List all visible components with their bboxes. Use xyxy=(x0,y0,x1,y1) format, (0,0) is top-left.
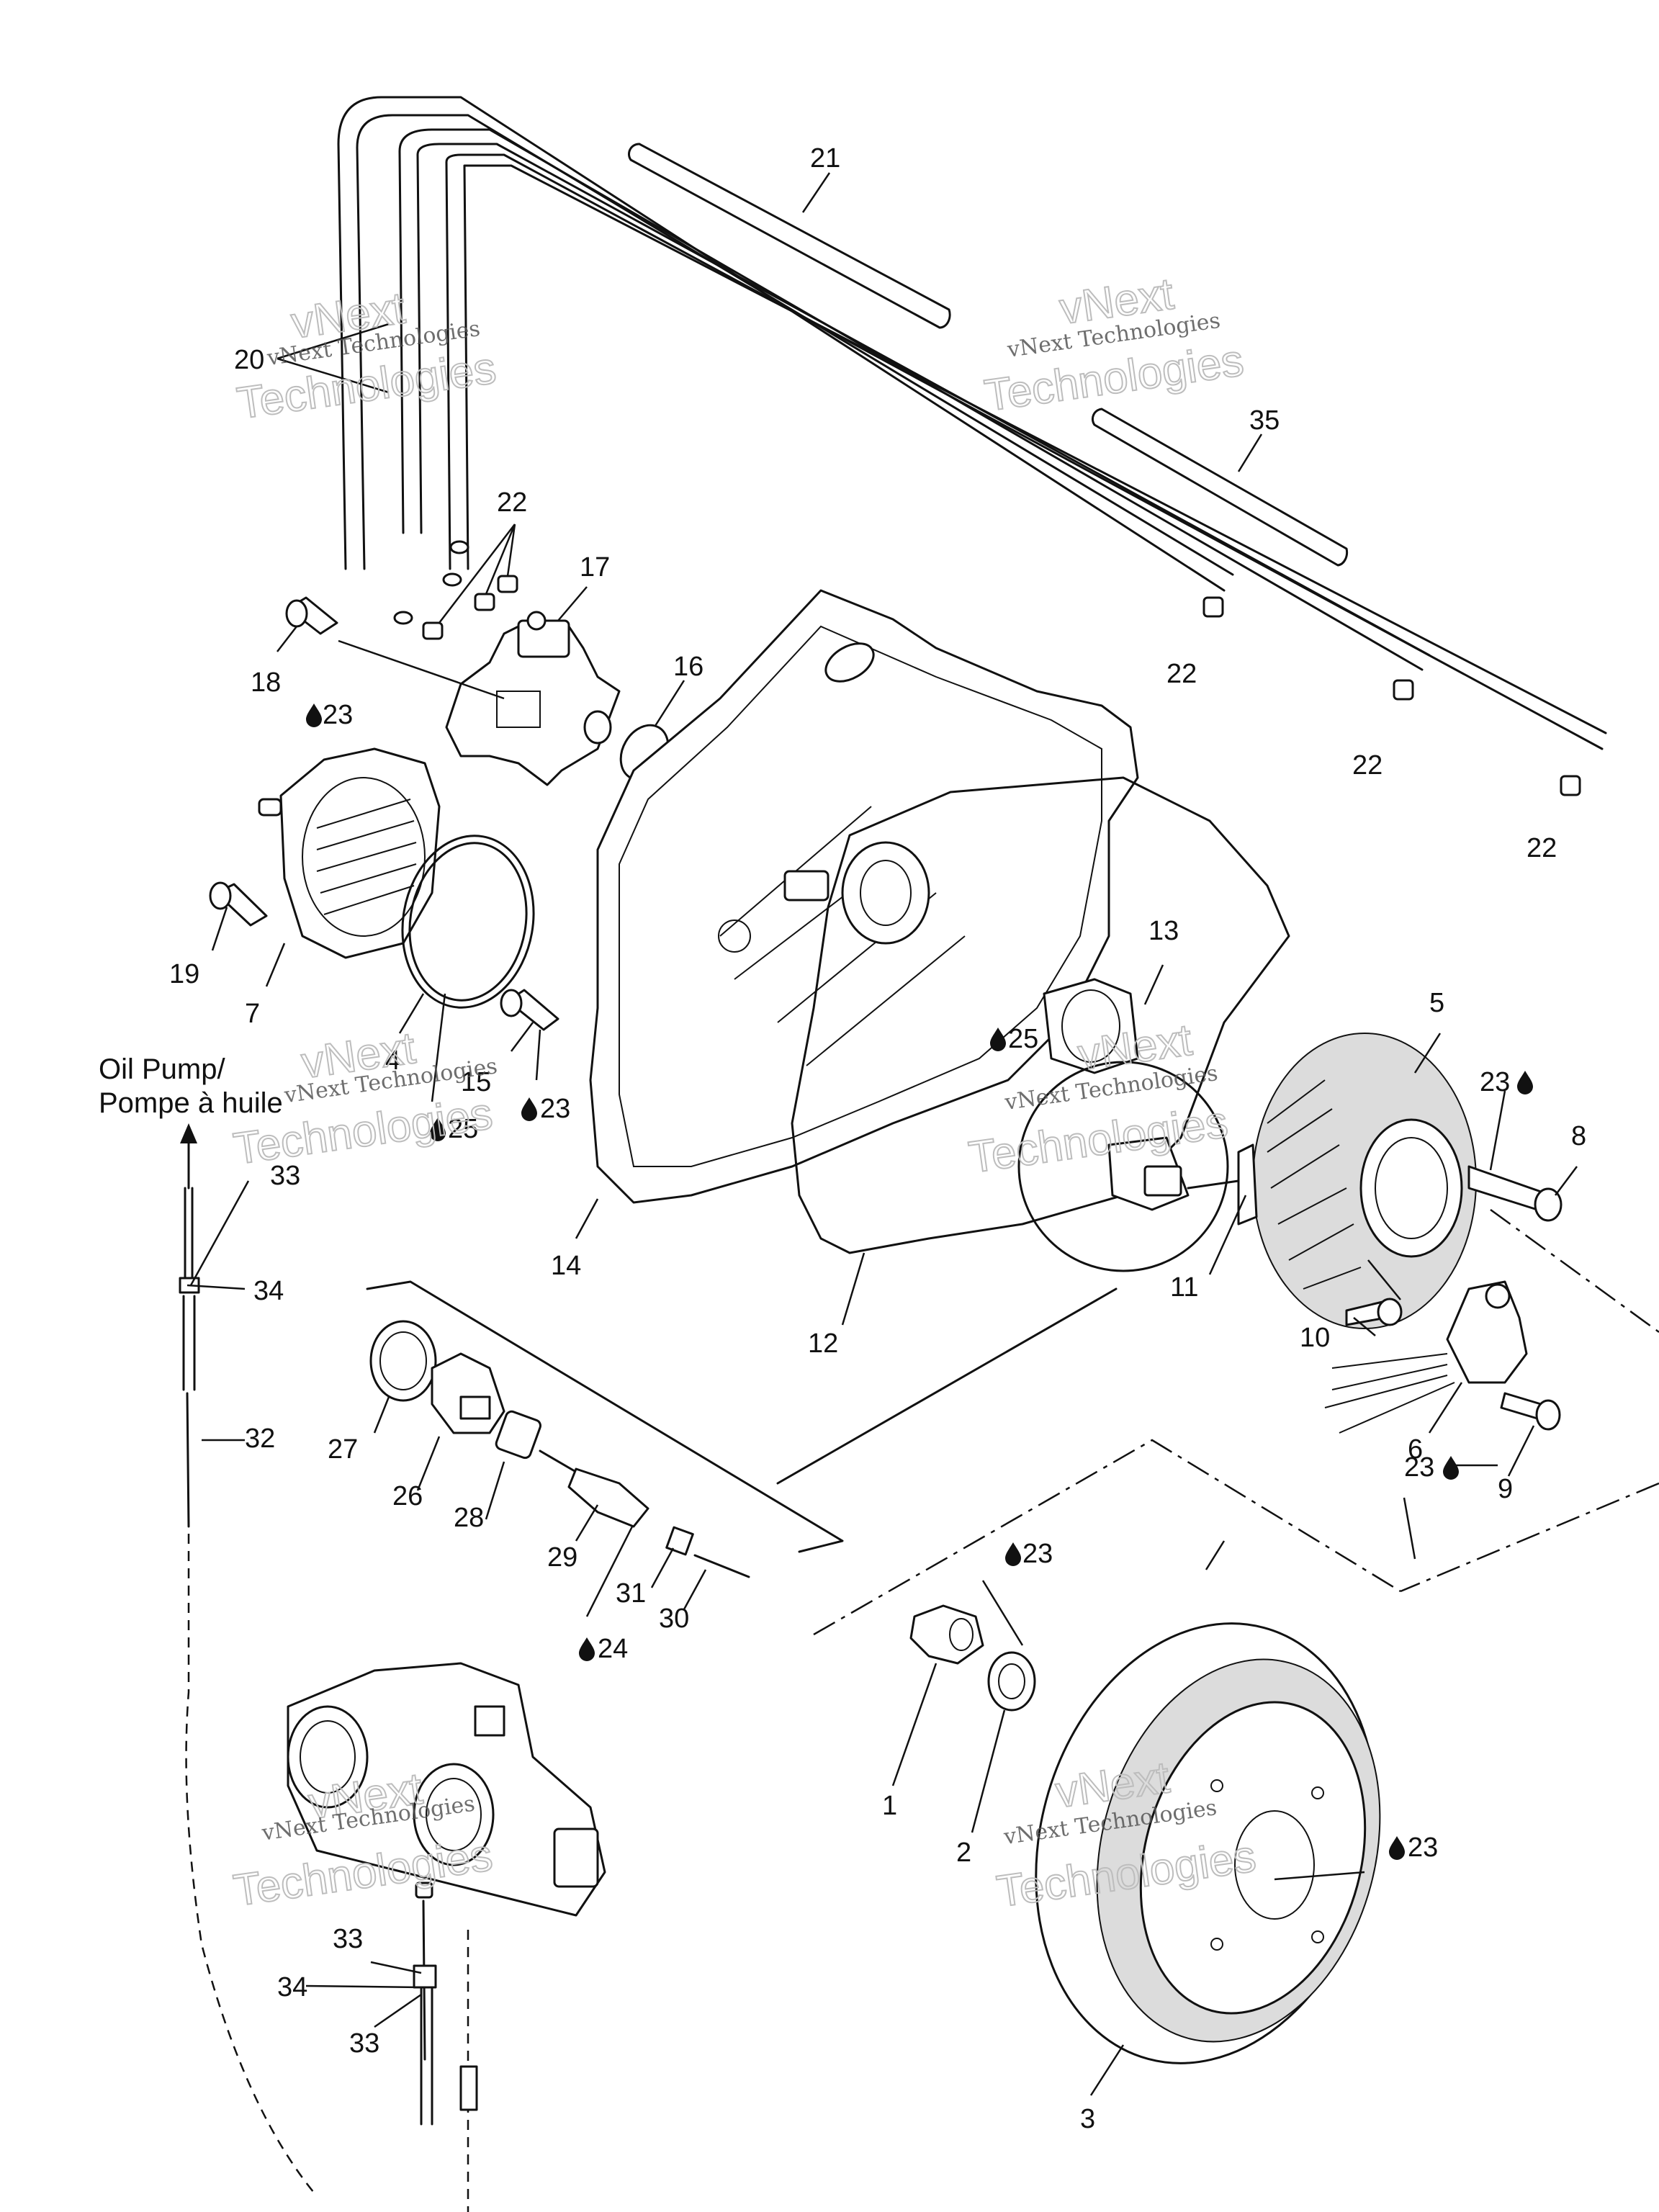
callout-9: 9 xyxy=(1498,1474,1513,1504)
callout-19: 19 xyxy=(169,959,199,989)
callout-33: 33 xyxy=(349,2028,379,2059)
callout-17: 17 xyxy=(580,552,610,583)
callout-23: 23 xyxy=(1408,1833,1438,1863)
callout-22: 22 xyxy=(1527,833,1557,863)
oil-pump-label-line2: Pompe à huile xyxy=(99,1087,283,1119)
callout-20: 20 xyxy=(234,345,264,375)
leader-lines xyxy=(186,172,1578,2096)
callout-34: 34 xyxy=(253,1276,284,1306)
washer-2 xyxy=(987,1651,1036,1712)
callout-22: 22 xyxy=(1352,750,1382,781)
seal-13 xyxy=(1043,978,1139,1074)
connector-29 xyxy=(539,1449,649,1528)
sensor-6 xyxy=(1324,1280,1528,1434)
callout-25: 25 xyxy=(448,1114,478,1144)
watermark: vNext vNext Technologies Technologies xyxy=(233,282,500,429)
callout-15: 15 xyxy=(461,1067,491,1097)
callout-32: 32 xyxy=(245,1424,275,1454)
terminal-30 xyxy=(693,1554,750,1578)
callout-23: 23 xyxy=(1480,1067,1510,1097)
oil-drop-icon xyxy=(1517,1071,1533,1094)
gasket-12 xyxy=(791,776,1290,1254)
temp-sensor-left xyxy=(179,1165,318,2197)
callout-34: 34 xyxy=(277,1972,307,2002)
screw-9 xyxy=(1500,1392,1561,1431)
callout-labels: 21 35 20 22 17 16 18 23 22 22 22 19 7 4 … xyxy=(169,143,1586,2134)
callout-29: 29 xyxy=(547,1542,577,1573)
callout-35: 35 xyxy=(1249,405,1280,436)
temp-sensor-bottom xyxy=(413,1881,478,2212)
inset-bracket xyxy=(366,1280,1118,1553)
detail-circle xyxy=(1017,1061,1229,1272)
oil-drop-icon xyxy=(521,1097,537,1121)
oil-pump-label: Oil Pump/ Pompe à huile xyxy=(99,1053,283,1119)
seal-28 xyxy=(495,1410,541,1460)
screw-8 xyxy=(1467,1165,1563,1222)
cover-7 xyxy=(258,747,441,959)
callout-33: 33 xyxy=(270,1161,300,1191)
callout-12: 12 xyxy=(808,1328,838,1359)
callout-24: 24 xyxy=(598,1634,628,1664)
bolt-15 xyxy=(500,989,559,1031)
callout-10: 10 xyxy=(1300,1323,1330,1353)
clamps-22 xyxy=(422,575,1581,796)
callout-22: 22 xyxy=(497,487,527,518)
crankcase-cover-14 xyxy=(589,589,1139,1204)
callout-2: 2 xyxy=(956,1838,971,1868)
callout-23: 23 xyxy=(1404,1452,1434,1483)
callout-31: 31 xyxy=(616,1578,646,1609)
bolt-19 xyxy=(209,881,268,927)
terminal-31 xyxy=(665,1526,694,1556)
callout-30: 30 xyxy=(659,1604,689,1634)
oil-drop-icon xyxy=(579,1637,595,1661)
callout-27: 27 xyxy=(328,1434,358,1465)
oil-lines-20 xyxy=(337,96,1607,750)
callout-33: 33 xyxy=(333,1924,363,1954)
hose-21 xyxy=(628,143,951,329)
callout-21: 21 xyxy=(810,143,840,174)
dash-boundary-upper xyxy=(1490,1208,1659,1334)
callout-25: 25 xyxy=(1008,1024,1038,1054)
callout-14: 14 xyxy=(551,1251,581,1281)
callout-18: 18 xyxy=(251,667,281,698)
callout-4: 4 xyxy=(385,1046,400,1076)
callout-26: 26 xyxy=(392,1481,423,1511)
nut-1 xyxy=(909,1604,984,1665)
oil-pump-label-line1: Oil Pump/ xyxy=(99,1053,225,1085)
callout-8: 8 xyxy=(1571,1121,1586,1151)
connector-11 xyxy=(1107,1136,1258,1226)
oil-drop-icon xyxy=(306,703,322,727)
callout-13: 13 xyxy=(1148,916,1179,946)
stator-5 xyxy=(1252,1033,1477,1329)
callout-23: 23 xyxy=(540,1094,570,1124)
callout-28: 28 xyxy=(454,1503,484,1533)
callout-7: 7 xyxy=(245,999,260,1029)
flywheel-3 xyxy=(1035,1622,1381,2064)
bolt-18 xyxy=(285,596,338,635)
watermark: vNext vNext Technologies Technologies xyxy=(981,269,1247,422)
callout-23: 23 xyxy=(1022,1539,1053,1569)
throttle-body xyxy=(287,1662,606,1917)
callout-6: 6 xyxy=(1408,1434,1423,1465)
o-ring-4 xyxy=(401,835,535,1009)
callout-23: 23 xyxy=(323,700,353,730)
oil-drop-icon xyxy=(1005,1542,1021,1566)
callout-1: 1 xyxy=(882,1791,897,1821)
callout-22: 22 xyxy=(1166,659,1197,689)
callout-16: 16 xyxy=(673,652,703,682)
callout-3: 3 xyxy=(1080,2104,1095,2134)
arrow-up-icon xyxy=(180,1123,197,1175)
oil-drop-icon xyxy=(1389,1836,1405,1860)
callout-11: 11 xyxy=(1170,1272,1198,1303)
callout-5: 5 xyxy=(1429,988,1444,1018)
dash-boundary-lower xyxy=(813,1439,1659,1636)
grommet-26 xyxy=(431,1352,505,1434)
oil-drop-icon xyxy=(1443,1456,1459,1480)
hose-35 xyxy=(1091,408,1349,567)
seal-27 xyxy=(369,1320,437,1402)
oil-pump-17 xyxy=(445,611,621,786)
